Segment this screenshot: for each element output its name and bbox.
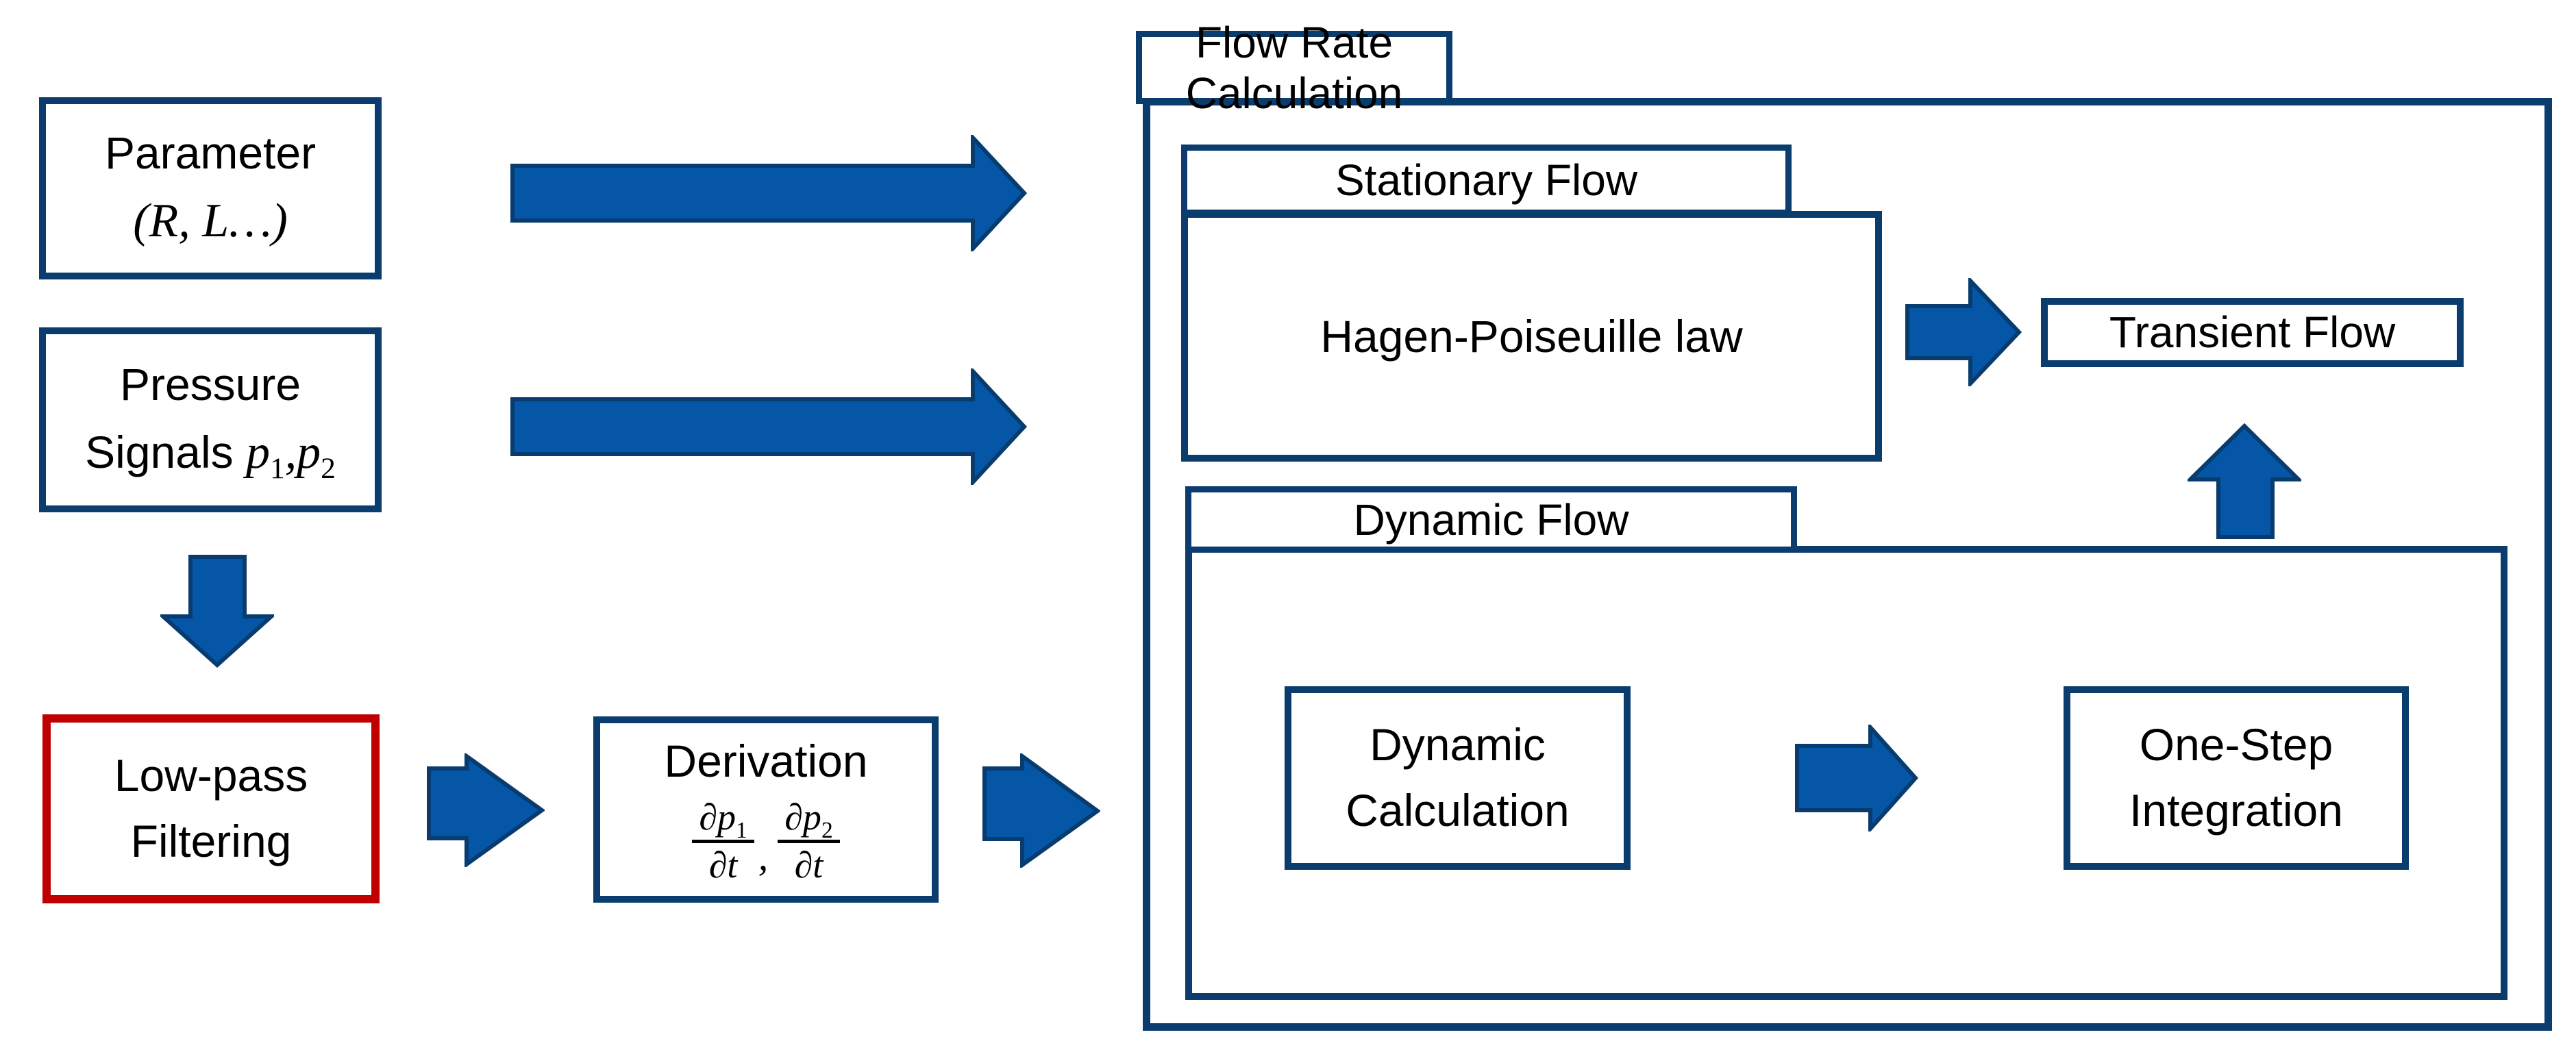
one-step-integration-line2: Integration xyxy=(2129,785,2343,836)
stationary-flow-tab: Stationary Flow xyxy=(1181,145,1792,216)
up-arrow-icon xyxy=(2188,423,2301,539)
partial-derivative-p1: ∂p1 ∂t xyxy=(692,798,754,884)
right-arrow-icon xyxy=(427,753,545,867)
dynamic-flow-tab: Dynamic Flow xyxy=(1185,486,1797,553)
dynamic-calculation-line1: Dynamic xyxy=(1370,719,1546,771)
transient-flow-box: Transient Flow xyxy=(2041,298,2464,367)
right-arrow-icon xyxy=(1795,725,1918,831)
pressure-signals-box: Pressure Signals p1,p2 xyxy=(39,327,382,512)
pressure-label-line2: Signals p1,p2 xyxy=(85,426,336,486)
partial-derivative-p2: ∂p2 ∂t xyxy=(778,798,840,884)
down-arrow-icon xyxy=(160,555,274,668)
stationary-flow-panel: Hagen-Poiseuille law xyxy=(1181,211,1882,462)
dynamic-calculation-line2: Calculation xyxy=(1346,785,1570,836)
parameter-label: Parameter xyxy=(104,127,317,179)
parameter-box: Parameter (R, L…) xyxy=(39,97,382,279)
derivation-title: Derivation xyxy=(664,736,868,787)
pressure-formula: p1,p2 xyxy=(245,426,336,486)
parameter-formula: (R, L…) xyxy=(133,195,288,248)
derivation-formula: ∂p1 ∂t , ∂p2 ∂t xyxy=(692,798,840,884)
derivation-box: Derivation ∂p1 ∂t , ∂p2 ∂t xyxy=(593,716,939,903)
hagen-poiseuille-label: Hagen-Poiseuille law xyxy=(1320,311,1743,362)
lowpass-filtering-box: Low-pass Filtering xyxy=(42,714,380,903)
right-arrow-icon xyxy=(510,368,1028,485)
lowpass-label-line2: Filtering xyxy=(130,816,292,866)
flow-rate-calculation-title-tab: Flow Rate Calculation xyxy=(1136,18,1452,118)
pressure-label-line1: Pressure xyxy=(119,359,301,410)
flow-rate-calculation-title: Flow Rate Calculation xyxy=(1185,17,1403,118)
one-step-integration-line1: One-Step xyxy=(2139,719,2333,771)
stationary-flow-tab-label: Stationary Flow xyxy=(1335,155,1638,205)
transient-flow-label: Transient Flow xyxy=(2109,308,2396,358)
right-arrow-icon xyxy=(510,135,1028,251)
lowpass-label-line1: Low-pass xyxy=(114,750,308,801)
right-arrow-icon xyxy=(1905,278,2022,386)
one-step-integration-box: One-Step Integration xyxy=(2064,686,2409,870)
formula-comma: , xyxy=(758,834,769,879)
dynamic-flow-tab-label: Dynamic Flow xyxy=(1353,494,1629,544)
right-arrow-icon xyxy=(982,753,1100,868)
dynamic-calculation-box: Dynamic Calculation xyxy=(1285,686,1631,870)
